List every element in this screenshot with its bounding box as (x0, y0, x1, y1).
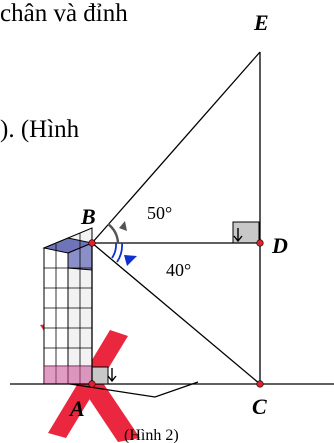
label-point-c: C (252, 394, 267, 419)
ground (10, 381, 334, 398)
angle-arrow-lower (124, 255, 137, 266)
angle-label-upper: 50° (147, 203, 172, 223)
text-fragment-middle: ). (Hình (0, 116, 80, 143)
triangle-lines (91, 51, 261, 385)
angle-arc-upper (107, 223, 120, 244)
right-angle-arrow-a (107, 368, 117, 383)
right-angle-arrow-d (233, 228, 243, 243)
label-point-d: D (271, 233, 288, 258)
label-point-b: B (80, 204, 96, 229)
label-point-e: E (253, 10, 269, 35)
point-a (88, 380, 96, 388)
angle-arc-lower-inner (111, 242, 117, 259)
angle-arrow-upper (119, 221, 127, 231)
text-fragment-top: chân và đỉnh (0, 0, 128, 27)
angle-arc-lower-outer (116, 242, 123, 263)
point-c (256, 380, 264, 388)
figure-caption: (Hình 2) (124, 427, 179, 443)
angle-label-lower: 40° (166, 260, 191, 280)
building (42, 227, 94, 385)
label-point-a: A (68, 396, 85, 421)
points (88, 239, 264, 388)
point-b (88, 239, 96, 247)
point-d (256, 239, 264, 247)
